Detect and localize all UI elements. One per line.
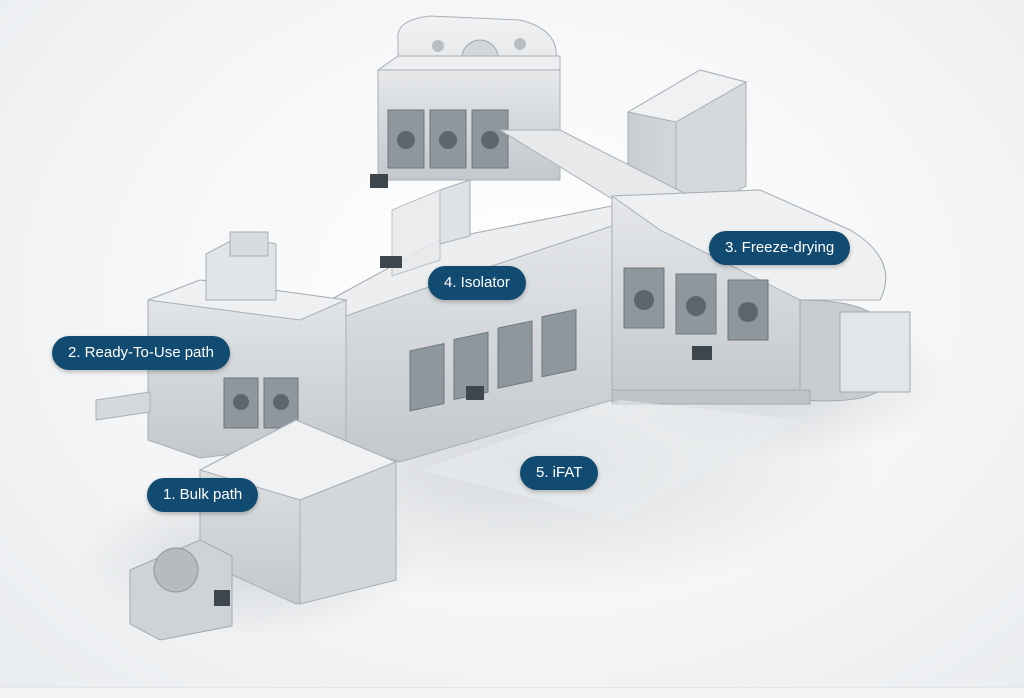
- rear-machine-module: [370, 15, 561, 188]
- ifat-floor-area: [420, 400, 800, 520]
- page-footer-strip: [0, 687, 1024, 698]
- hotspot-ifat[interactable]: 5. iFAT: [520, 456, 599, 490]
- hotspot-freeze-drying[interactable]: 3. Freeze-drying: [709, 231, 851, 265]
- bulk-path-module: [129, 419, 398, 641]
- hotspot-isolator[interactable]: 4. Isolator: [428, 266, 526, 300]
- freeze-dryer-module: [610, 189, 911, 405]
- upper-right-module: [626, 69, 748, 227]
- hotspot-bulk-path[interactable]: 1. Bulk path: [147, 478, 259, 512]
- isolator-module: [329, 179, 613, 463]
- hotspot-ready-to-use-path[interactable]: 2. Ready-To-Use path: [52, 336, 230, 370]
- ready-to-use-module: [95, 231, 348, 459]
